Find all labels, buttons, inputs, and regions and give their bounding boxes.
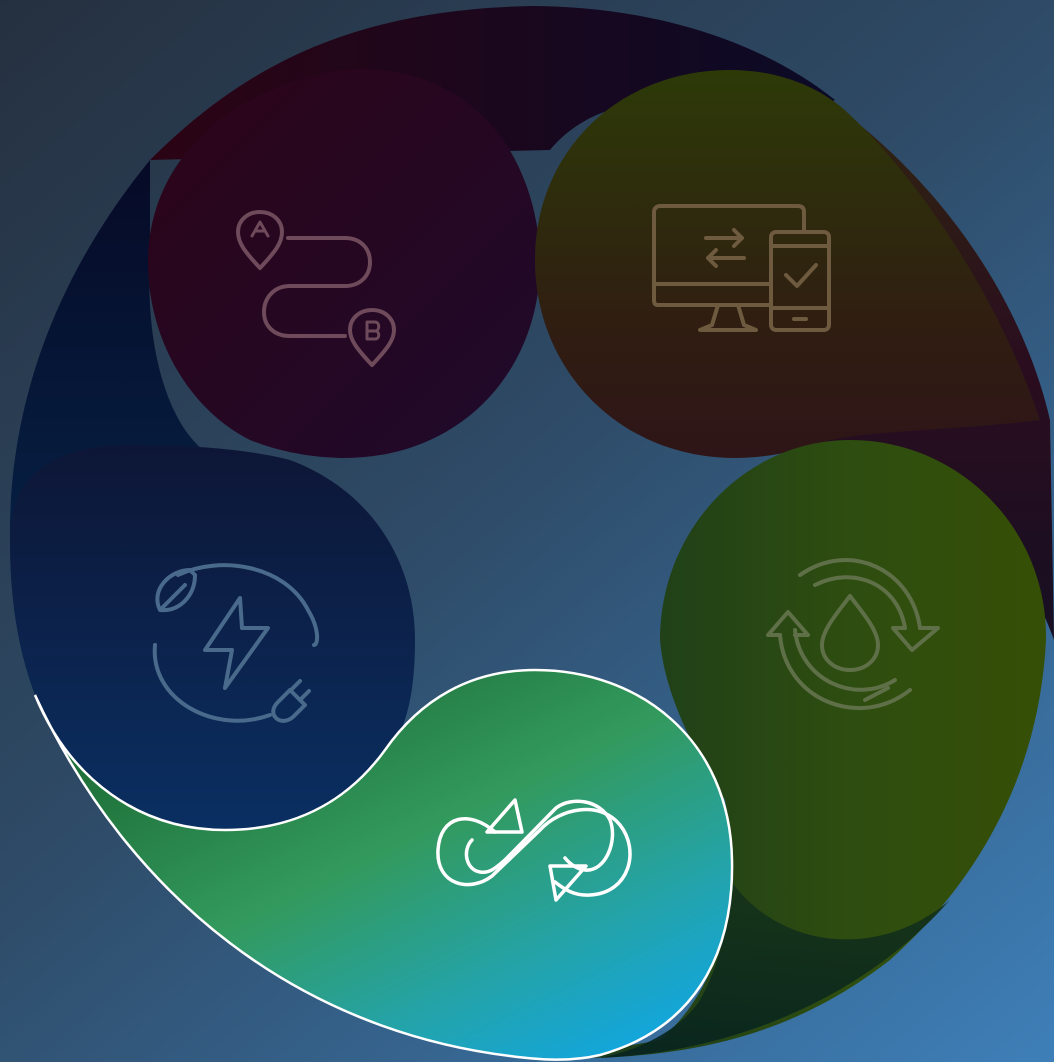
segment-water (560, 440, 1047, 1059)
route-a-to-b-icon (236, 210, 396, 367)
segment-water-tail (600, 760, 950, 1058)
water-recycle-icon (766, 558, 940, 710)
renewable-energy-icon (152, 563, 320, 723)
device-sync-icon (652, 204, 831, 332)
segment-route (148, 69, 541, 459)
segment-devices (535, 70, 1040, 458)
infinity-loop-arrows-icon (436, 798, 632, 902)
segment-infinity[interactable] (33, 668, 734, 1061)
